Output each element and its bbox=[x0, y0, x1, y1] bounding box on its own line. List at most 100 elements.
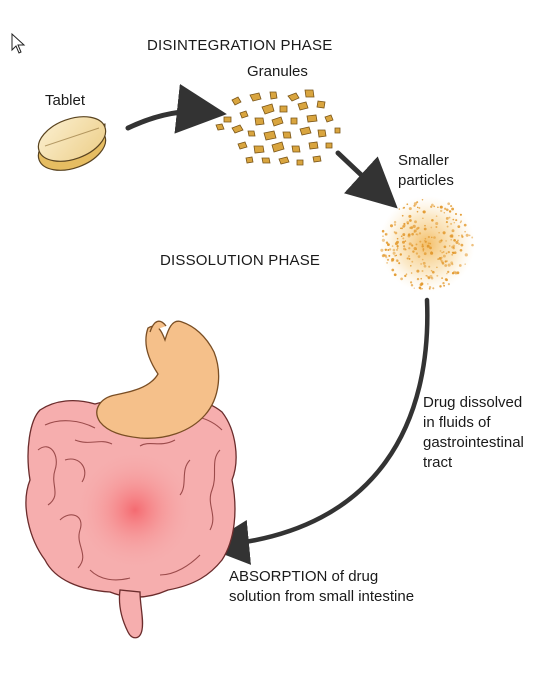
particle-dot bbox=[421, 243, 424, 246]
particle-dot bbox=[392, 248, 396, 252]
particle-dot bbox=[445, 208, 449, 212]
particle-dot bbox=[382, 235, 384, 237]
smaller-particles-label-2: particles bbox=[398, 172, 454, 189]
particle-dot bbox=[406, 203, 409, 206]
particle-dot bbox=[421, 245, 424, 248]
particle-dot bbox=[428, 287, 431, 290]
particle-dot bbox=[440, 209, 443, 213]
particle-dot bbox=[413, 204, 416, 207]
particle-dot bbox=[422, 210, 426, 214]
particle-dot bbox=[439, 250, 442, 252]
particle-dot bbox=[380, 248, 384, 252]
particle-dot bbox=[442, 254, 446, 258]
particle-dot bbox=[458, 264, 462, 267]
particle-dot bbox=[381, 238, 385, 242]
particle-dot bbox=[410, 272, 413, 274]
particle-dot bbox=[427, 242, 430, 245]
particle-dot bbox=[403, 222, 406, 226]
particle-dot bbox=[382, 253, 386, 257]
drug-dissolved-label-3: gastrointestinal bbox=[423, 434, 524, 451]
particle-dot bbox=[409, 219, 412, 222]
particle-dot bbox=[404, 225, 406, 227]
particle-dot bbox=[435, 215, 438, 217]
particle-dot bbox=[385, 241, 389, 244]
granules-label: Granules bbox=[247, 63, 308, 80]
particle-dot bbox=[456, 271, 460, 275]
particle-dot bbox=[430, 205, 433, 208]
particle-dot bbox=[384, 233, 387, 236]
particle-dot bbox=[415, 243, 418, 246]
particle-dot bbox=[448, 245, 451, 247]
particle-dot bbox=[444, 207, 447, 210]
particle-dot bbox=[444, 264, 448, 267]
mouse-pointer-icon bbox=[11, 32, 26, 54]
particle-dot bbox=[388, 254, 391, 257]
particle-dot bbox=[423, 264, 427, 268]
particle-dot bbox=[440, 260, 444, 264]
particle-dot bbox=[431, 270, 435, 274]
particle-dot bbox=[396, 244, 399, 248]
particle-dot bbox=[413, 231, 416, 233]
particle-dot bbox=[471, 236, 474, 239]
particle-dot bbox=[393, 223, 397, 226]
particle-dot bbox=[412, 224, 416, 228]
particle-dot bbox=[384, 248, 388, 252]
particle-dot bbox=[430, 226, 433, 229]
particle-dot bbox=[411, 232, 414, 236]
particle-dot bbox=[415, 248, 417, 250]
particle-dot bbox=[410, 265, 412, 267]
dissolution-phase-label: DISSOLUTION PHASE bbox=[160, 252, 321, 269]
particle-dot bbox=[408, 214, 412, 218]
particle-dot bbox=[431, 219, 434, 222]
particle-dot bbox=[422, 261, 426, 265]
particle-dot bbox=[396, 247, 399, 249]
particle-dot bbox=[426, 244, 430, 248]
particle-dot bbox=[421, 199, 424, 201]
particle-dot bbox=[468, 234, 471, 237]
particle-dot bbox=[438, 231, 440, 234]
particle-dot bbox=[391, 245, 394, 247]
particle-dot bbox=[431, 236, 433, 239]
particle-dot bbox=[416, 206, 419, 209]
particle-dot bbox=[412, 250, 415, 253]
particle-dot bbox=[405, 273, 408, 275]
particle-dot bbox=[428, 285, 432, 289]
particle-dot bbox=[451, 229, 455, 233]
particle-dot bbox=[385, 256, 388, 259]
particle-dot bbox=[396, 259, 399, 262]
particle-dot bbox=[426, 275, 429, 277]
particle-dot bbox=[430, 251, 433, 253]
particle-dot bbox=[436, 266, 438, 269]
particle-dot bbox=[447, 263, 451, 267]
particle-dot bbox=[423, 227, 427, 231]
particle-dot bbox=[437, 258, 440, 261]
particle-dot bbox=[460, 243, 464, 247]
particle-dot bbox=[429, 246, 432, 250]
particle-dot bbox=[408, 247, 411, 250]
particle-dot bbox=[404, 248, 407, 251]
particle-dot bbox=[409, 281, 413, 284]
particle-dot bbox=[438, 256, 442, 260]
particle-dot bbox=[450, 205, 453, 208]
particle-dot bbox=[391, 268, 395, 272]
particle-dot bbox=[443, 212, 446, 214]
particle-dot bbox=[403, 245, 406, 248]
particle-dot bbox=[430, 251, 434, 255]
particle-dot bbox=[400, 235, 403, 238]
particle-dot bbox=[387, 249, 390, 251]
particle-dot bbox=[381, 229, 385, 233]
particle-dot bbox=[459, 248, 463, 252]
particle-dot bbox=[393, 273, 397, 277]
particle-dot bbox=[386, 243, 390, 247]
particle-dot bbox=[450, 222, 453, 225]
particle-dot bbox=[400, 227, 402, 230]
particle-dot bbox=[463, 223, 467, 227]
particle-dot bbox=[450, 261, 454, 265]
particle-dot bbox=[408, 242, 412, 246]
particle-dot bbox=[445, 221, 448, 224]
particle-dot bbox=[465, 233, 469, 237]
particle-dot bbox=[394, 255, 396, 257]
disintegration-phase-label: DISINTEGRATION PHASE bbox=[147, 37, 333, 54]
particle-dot bbox=[435, 221, 439, 226]
particle-dot bbox=[411, 260, 414, 263]
